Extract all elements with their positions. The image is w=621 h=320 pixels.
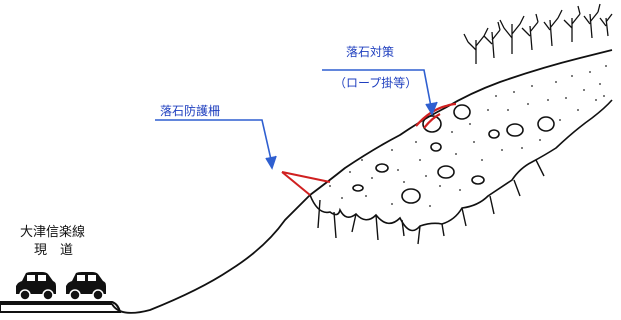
fence-label: 落石防護柵	[160, 104, 221, 118]
car-icon	[66, 272, 106, 301]
measure-leader-arrow	[322, 69, 438, 116]
slope-profile	[111, 49, 613, 314]
road	[0, 301, 122, 313]
boulders	[352, 104, 555, 204]
measure-label-line2: （ロープ掛等）	[334, 76, 418, 90]
fence-leader-arrow	[155, 119, 277, 170]
road-label-line1: 大津信楽線	[20, 225, 86, 240]
road-label-line2: 現 道	[34, 243, 74, 258]
soil-texture	[329, 65, 607, 207]
car-icon	[16, 272, 56, 301]
tree-icon	[463, 3, 613, 64]
rope-net	[415, 102, 457, 129]
rockfall-fence	[281, 171, 331, 196]
measure-label-line1: 落石対策	[346, 45, 395, 59]
rock-joints	[317, 159, 545, 245]
